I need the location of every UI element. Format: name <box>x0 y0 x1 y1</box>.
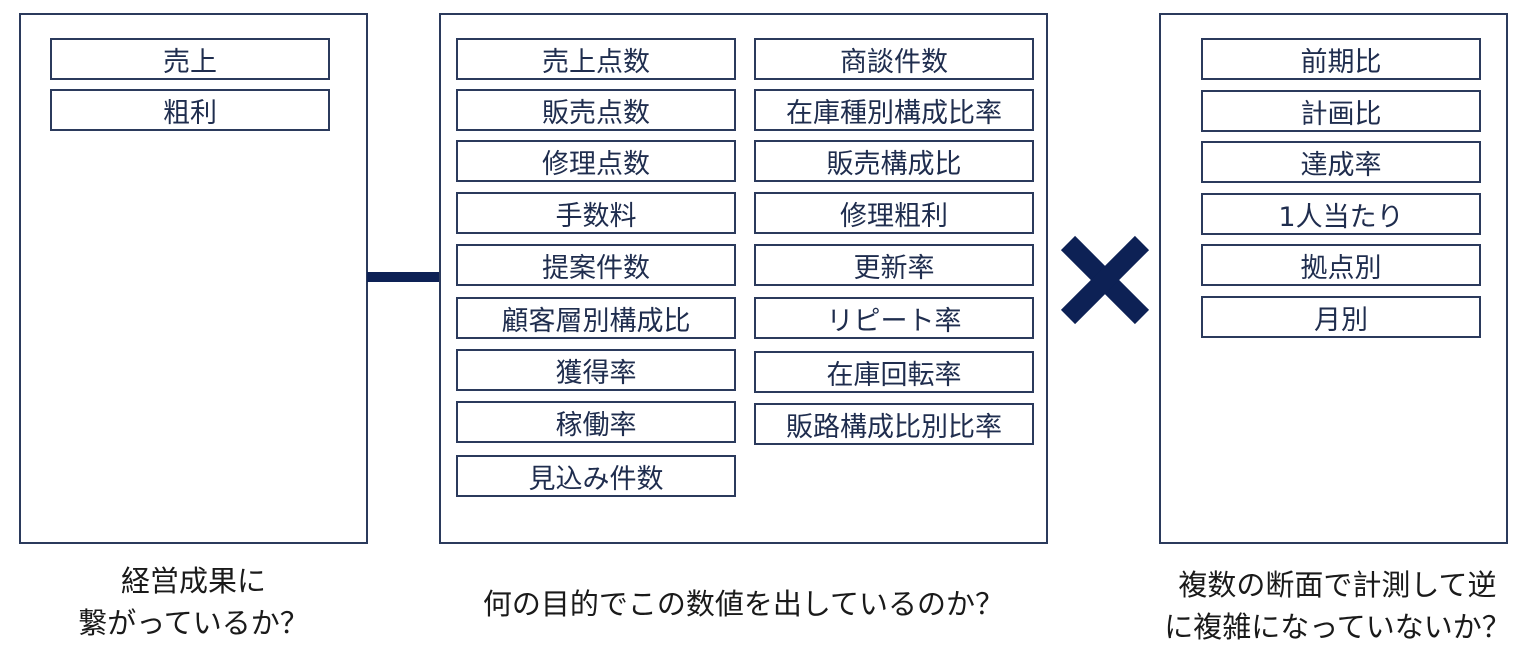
middle-col2-item: 在庫種別構成比率 <box>754 89 1034 131</box>
right-item: 前期比 <box>1201 38 1481 80</box>
right-caption-line: 複数の断面で計測して逆 <box>1178 568 1497 602</box>
right-item: 達成率 <box>1201 141 1481 183</box>
right-item: 月別 <box>1201 296 1481 338</box>
middle-col1-item: 販売点数 <box>456 89 736 131</box>
left-caption-line: 繋がっているか？ <box>78 606 309 640</box>
right-item: 拠点別 <box>1201 244 1481 286</box>
left-item-gross-profit: 粗利 <box>50 89 330 131</box>
middle-caption-line: 何の目的でこの数値を出しているのか？ <box>482 587 1005 621</box>
left-caption-line: 経営成果に <box>120 564 266 598</box>
middle-caption: 何の目的でこの数値を出しているのか？ <box>439 583 1048 625</box>
middle-col1-item: 売上点数 <box>456 38 736 80</box>
middle-col2-item: 販路構成比別比率 <box>754 403 1034 445</box>
connector-line <box>367 272 440 282</box>
middle-col2-item: 更新率 <box>754 244 1034 286</box>
right-caption: 複数の断面で計測して逆 に複雑になっていないか？ <box>1150 564 1525 648</box>
middle-col1-item: 獲得率 <box>456 349 736 391</box>
middle-col1-item: 修理点数 <box>456 140 736 182</box>
middle-col1-item: 手数料 <box>456 192 736 234</box>
right-caption-line: に複雑になっていないか？ <box>1164 610 1511 644</box>
right-item: 1人当たり <box>1201 193 1481 235</box>
right-item: 計画比 <box>1201 90 1481 132</box>
left-caption: 経営成果に 繋がっているか？ <box>19 560 368 644</box>
middle-col2-item: 修理粗利 <box>754 192 1034 234</box>
middle-col1-item: 顧客層別構成比 <box>456 297 736 339</box>
middle-col1-item: 提案件数 <box>456 244 736 286</box>
middle-col1-item: 稼働率 <box>456 401 736 443</box>
middle-col2-item: 販売構成比 <box>754 140 1034 182</box>
middle-col1-item: 見込み件数 <box>456 455 736 497</box>
middle-col2-item: 商談件数 <box>754 38 1034 80</box>
multiply-icon <box>1060 235 1150 325</box>
middle-col2-item: 在庫回転率 <box>754 351 1034 393</box>
left-item-sales: 売上 <box>50 38 330 80</box>
middle-col2-item: リピート率 <box>754 297 1034 339</box>
